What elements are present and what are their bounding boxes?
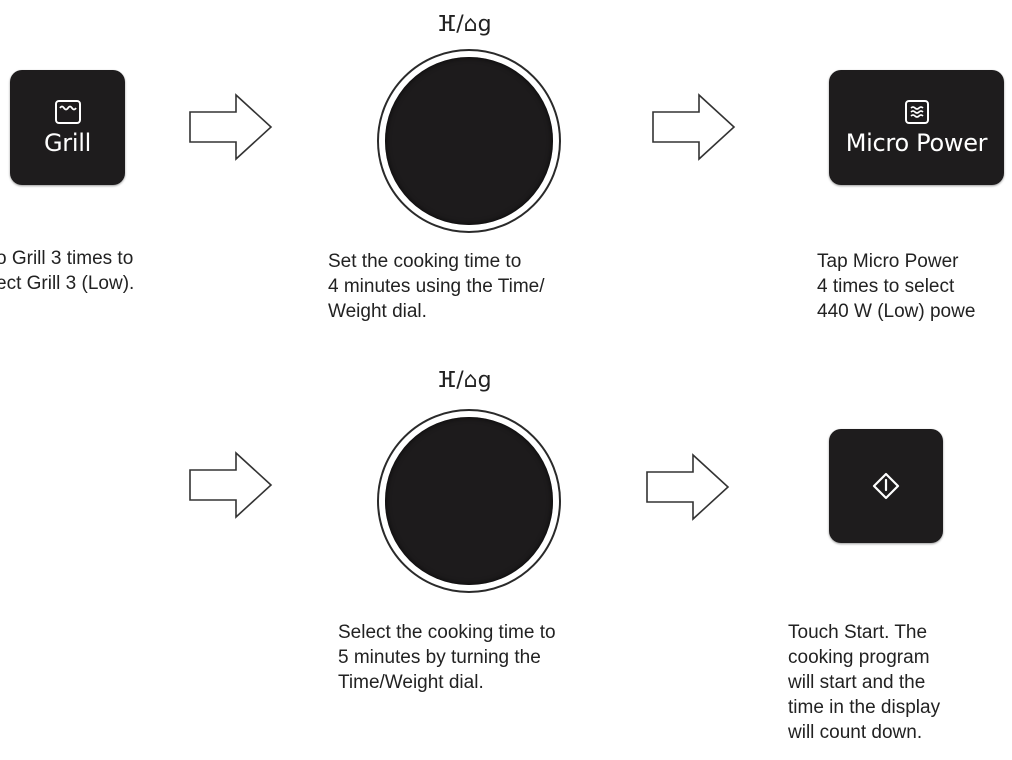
grill-icon: [54, 99, 81, 124]
start-button[interactable]: [829, 429, 943, 543]
time-weight-dial[interactable]: [377, 49, 561, 233]
dial-caption-1: Set the cooking time to 4 minutes using …: [328, 251, 545, 322]
arrow-right-icon: [189, 451, 273, 519]
micro-power-button[interactable]: Micro Power: [829, 70, 1004, 185]
microwave-icon: [904, 99, 929, 124]
time-weight-dial[interactable]: [377, 409, 561, 593]
start-icon: [872, 472, 900, 500]
grill-caption: o Grill 3 times to ect Grill 3 (Low).: [0, 248, 135, 294]
time-weight-symbol: ⴼ/⌂g: [437, 12, 492, 37]
grill-button[interactable]: Grill: [10, 70, 125, 185]
grill-button-label: Grill: [44, 128, 91, 157]
arrow-right-icon: [189, 93, 273, 161]
start-caption: Touch Start. The cooking program will st…: [788, 622, 941, 743]
dial-knob: [385, 417, 553, 585]
arrow-right-icon: [646, 453, 730, 521]
micro-power-caption: Tap Micro Power 4 times to select 440 W …: [817, 251, 976, 322]
time-weight-symbol: ⴼ/⌂g: [437, 368, 492, 393]
dial-caption-2: Select the cooking time to 5 minutes by …: [338, 622, 556, 693]
dial-knob: [385, 57, 553, 225]
micro-power-button-label: Micro Power: [845, 128, 988, 157]
arrow-right-icon: [652, 93, 736, 161]
